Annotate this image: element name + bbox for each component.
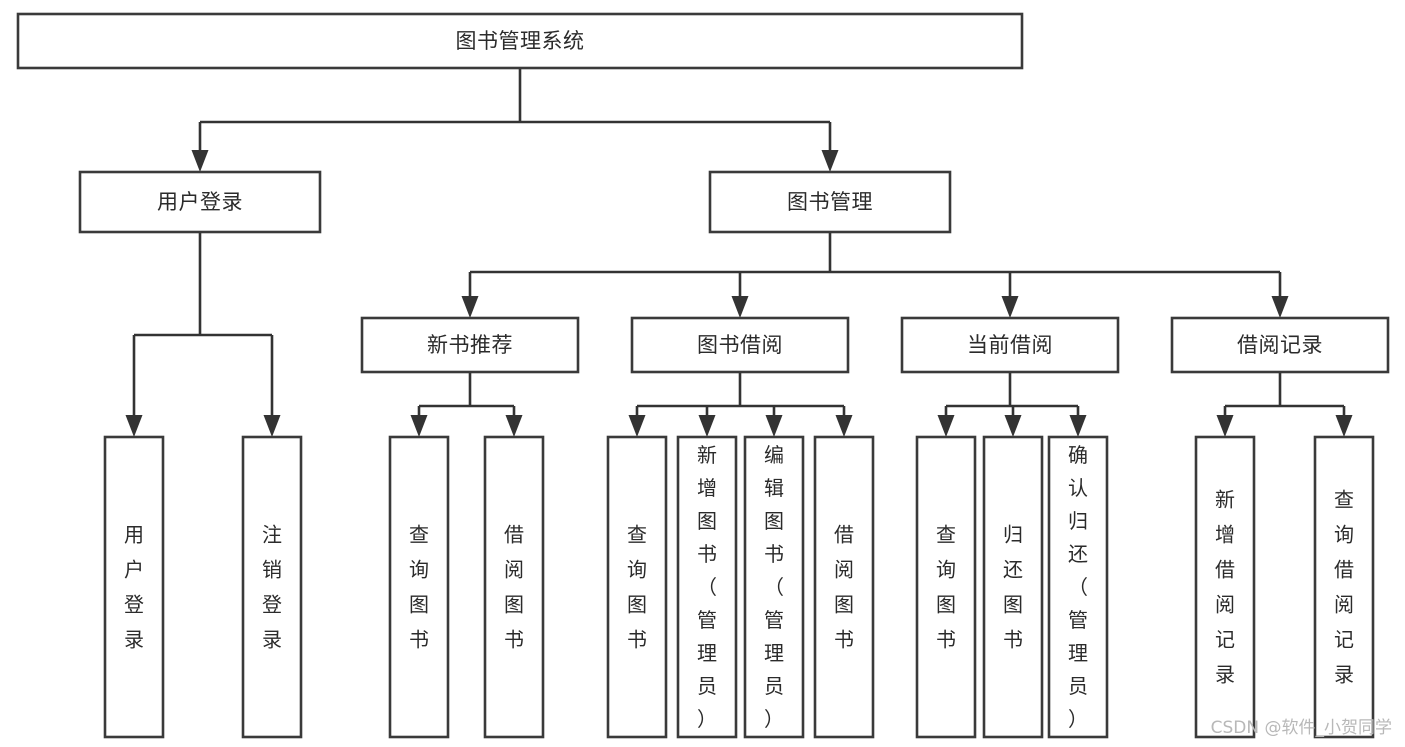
- arrow-head-icon: [125, 415, 143, 437]
- arrow-head-icon: [1004, 415, 1022, 437]
- node-box-leaf-return-book[interactable]: [982, 435, 1044, 739]
- node-new-book-recommend[interactable]: 新书推荐: [360, 316, 580, 374]
- arrow-head-icon: [505, 415, 523, 437]
- node-label-book-borrow: 图书借阅: [697, 333, 783, 357]
- arrow-head-icon: [628, 415, 646, 437]
- node-book-manage[interactable]: 图书管理: [708, 170, 952, 234]
- arrow-head-icon: [1271, 296, 1289, 318]
- node-label-leaf-user-login: 用户登录: [124, 522, 144, 651]
- node-label-leaf-query-borrow-record: 查询借阅记录: [1334, 487, 1354, 686]
- node-box-root[interactable]: [16, 12, 1024, 70]
- node-label-leaf-return-book: 归还图书: [1003, 522, 1023, 651]
- node-label-leaf-query-book-borrow: 查询图书: [627, 522, 647, 651]
- node-label-borrow-record: 借阅记录: [1237, 333, 1323, 357]
- node-box-new-book-recommend[interactable]: [360, 316, 580, 374]
- node-box-book-manage[interactable]: [708, 170, 952, 234]
- node-leaf-query-book-current[interactable]: 查询图书: [915, 435, 977, 739]
- node-label-leaf-query-book-recommend: 查询图书: [409, 522, 429, 651]
- node-label-book-manage: 图书管理: [787, 190, 873, 214]
- arrow-head-icon: [937, 415, 955, 437]
- connector-e-userlogin-split: [125, 232, 281, 437]
- connector-e-root-split: [191, 68, 839, 172]
- node-label-leaf-confirm-return-admin: 确认归还（管理员）: [1068, 443, 1088, 731]
- node-label-new-book-recommend: 新书推荐: [427, 333, 513, 357]
- node-label-leaf-edit-book-admin: 编辑图书（管理员）: [764, 443, 784, 731]
- node-leaf-query-borrow-record[interactable]: 查询借阅记录: [1313, 435, 1375, 739]
- arrow-head-icon: [835, 415, 853, 437]
- node-label-user-login: 用户登录: [157, 190, 243, 214]
- connector-e-borrow-split: [628, 372, 853, 437]
- node-box-leaf-borrow-book-recommend[interactable]: [483, 435, 545, 739]
- node-box-leaf-query-book-borrow[interactable]: [606, 435, 668, 739]
- node-box-leaf-query-book-recommend[interactable]: [388, 435, 450, 739]
- node-label-leaf-query-book-current: 查询图书: [936, 522, 956, 651]
- node-leaf-query-book-recommend[interactable]: 查询图书: [388, 435, 450, 739]
- connector-e-bookmanage-split: [461, 232, 1289, 318]
- node-leaf-confirm-return-admin[interactable]: 确认归还（管理员）: [1047, 435, 1109, 739]
- arrow-head-icon: [1001, 296, 1019, 318]
- node-box-book-borrow[interactable]: [630, 316, 850, 374]
- connector-e-recommend-split: [410, 372, 523, 437]
- arrow-head-icon: [410, 415, 428, 437]
- node-layer: 图书管理系统用户登录图书管理新书推荐图书借阅当前借阅借阅记录用户登录注销登录查询…: [16, 12, 1390, 739]
- node-box-leaf-edit-book-admin[interactable]: [743, 435, 805, 739]
- arrow-head-icon: [698, 415, 716, 437]
- node-leaf-add-book-admin[interactable]: 新增图书（管理员）: [676, 435, 738, 739]
- node-box-leaf-user-login[interactable]: [103, 435, 165, 739]
- node-box-leaf-logout-login[interactable]: [241, 435, 303, 739]
- node-label-leaf-add-borrow-record: 新增借阅记录: [1215, 487, 1235, 686]
- arrow-head-icon: [1335, 415, 1353, 437]
- arrow-head-icon: [821, 150, 839, 172]
- connector-e-record-split: [1216, 372, 1353, 437]
- node-leaf-user-login[interactable]: 用户登录: [103, 435, 165, 739]
- csdn-watermark: CSDN @软件_小贺同学: [1211, 718, 1392, 738]
- node-leaf-borrow-book[interactable]: 借阅图书: [813, 435, 875, 739]
- node-box-leaf-query-book-current[interactable]: [915, 435, 977, 739]
- node-box-leaf-borrow-book[interactable]: [813, 435, 875, 739]
- node-book-borrow[interactable]: 图书借阅: [630, 316, 850, 374]
- node-leaf-add-borrow-record[interactable]: 新增借阅记录: [1194, 435, 1256, 739]
- node-box-leaf-add-borrow-record[interactable]: [1194, 435, 1256, 739]
- node-leaf-logout-login[interactable]: 注销登录: [241, 435, 303, 739]
- node-user-login[interactable]: 用户登录: [78, 170, 322, 234]
- arrow-head-icon: [461, 296, 479, 318]
- node-label-current-borrow: 当前借阅: [967, 333, 1053, 357]
- node-box-current-borrow[interactable]: [900, 316, 1120, 374]
- node-label-leaf-borrow-book: 借阅图书: [834, 522, 854, 651]
- node-leaf-edit-book-admin[interactable]: 编辑图书（管理员）: [743, 435, 805, 739]
- node-box-leaf-add-book-admin[interactable]: [676, 435, 738, 739]
- node-box-borrow-record[interactable]: [1170, 316, 1390, 374]
- node-label-leaf-logout-login: 注销登录: [262, 522, 282, 651]
- node-borrow-record[interactable]: 借阅记录: [1170, 316, 1390, 374]
- node-root[interactable]: 图书管理系统: [16, 12, 1024, 70]
- node-label-leaf-borrow-book-recommend: 借阅图书: [504, 522, 524, 651]
- arrow-head-icon: [191, 150, 209, 172]
- node-leaf-query-book-borrow[interactable]: 查询图书: [606, 435, 668, 739]
- node-current-borrow[interactable]: 当前借阅: [900, 316, 1120, 374]
- connector-e-current-split: [937, 372, 1087, 437]
- arrow-head-icon: [263, 415, 281, 437]
- node-leaf-return-book[interactable]: 归还图书: [982, 435, 1044, 739]
- arrow-head-icon: [765, 415, 783, 437]
- node-box-leaf-query-borrow-record[interactable]: [1313, 435, 1375, 739]
- node-leaf-borrow-book-recommend[interactable]: 借阅图书: [483, 435, 545, 739]
- connector-layer: [125, 68, 1353, 437]
- node-box-user-login[interactable]: [78, 170, 322, 234]
- node-box-leaf-confirm-return-admin[interactable]: [1047, 435, 1109, 739]
- arrow-head-icon: [731, 296, 749, 318]
- node-label-leaf-add-book-admin: 新增图书（管理员）: [697, 443, 717, 731]
- arrow-head-icon: [1069, 415, 1087, 437]
- node-label-root: 图书管理系统: [456, 29, 585, 53]
- arrow-head-icon: [1216, 415, 1234, 437]
